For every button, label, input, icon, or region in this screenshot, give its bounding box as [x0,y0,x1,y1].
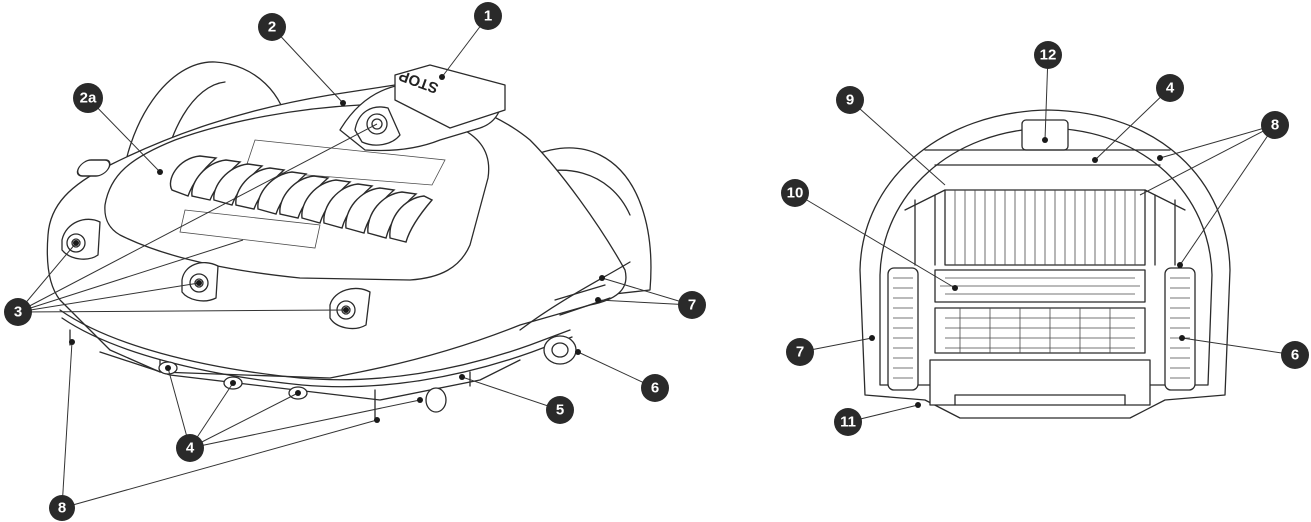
svg-text:10: 10 [787,185,804,202]
callout-badges: 1 2 2a 3 4 5 6 7 8 12 4 9 8 10 7 6 11 [4,2,1309,521]
front-casters [158,335,577,413]
svg-text:4: 4 [1166,80,1175,97]
callout-rear-7: 7 [786,338,814,366]
top-camera [354,106,401,146]
svg-text:2a: 2a [80,90,97,107]
svg-text:11: 11 [840,414,856,431]
svg-text:8: 8 [1271,117,1279,134]
callout-4: 4 [176,434,204,462]
callout-rear-11: 11 [834,408,862,436]
callout-8: 8 [49,495,75,521]
callout-2: 2 [258,13,286,41]
callout-rear-4: 4 [1156,74,1184,102]
callout-rear-8: 8 [1261,111,1289,139]
rear-view [859,109,1231,419]
front-view: STOP [46,61,652,421]
callout-5: 5 [546,396,574,424]
callout-6: 6 [641,374,669,402]
svg-text:8: 8 [58,500,66,517]
svg-text:7: 7 [688,297,696,314]
svg-text:2: 2 [268,19,276,36]
svg-text:4: 4 [186,440,195,457]
svg-text:12: 12 [1040,47,1057,64]
front-sensors [61,218,371,330]
callout-1: 1 [474,2,502,30]
top-grille [76,155,434,243]
svg-text:3: 3 [14,304,22,321]
callout-3: 3 [4,298,32,326]
svg-text:6: 6 [1291,347,1299,364]
front-bumper [59,309,571,381]
svg-text:9: 9 [846,92,854,109]
rear-blade-ribs [954,190,1136,265]
callout-7: 7 [678,291,706,319]
callout-rear-9: 9 [836,86,864,114]
svg-text:6: 6 [651,380,659,397]
callout-rear-6: 6 [1281,341,1309,369]
rear-wheels [887,267,1196,391]
callout-2a: 2a [73,83,103,113]
svg-text:5: 5 [556,402,564,419]
svg-text:1: 1 [484,8,492,25]
callout-rear-12: 12 [1034,41,1062,69]
callout-rear-10: 10 [781,179,809,207]
svg-text:7: 7 [796,344,804,361]
